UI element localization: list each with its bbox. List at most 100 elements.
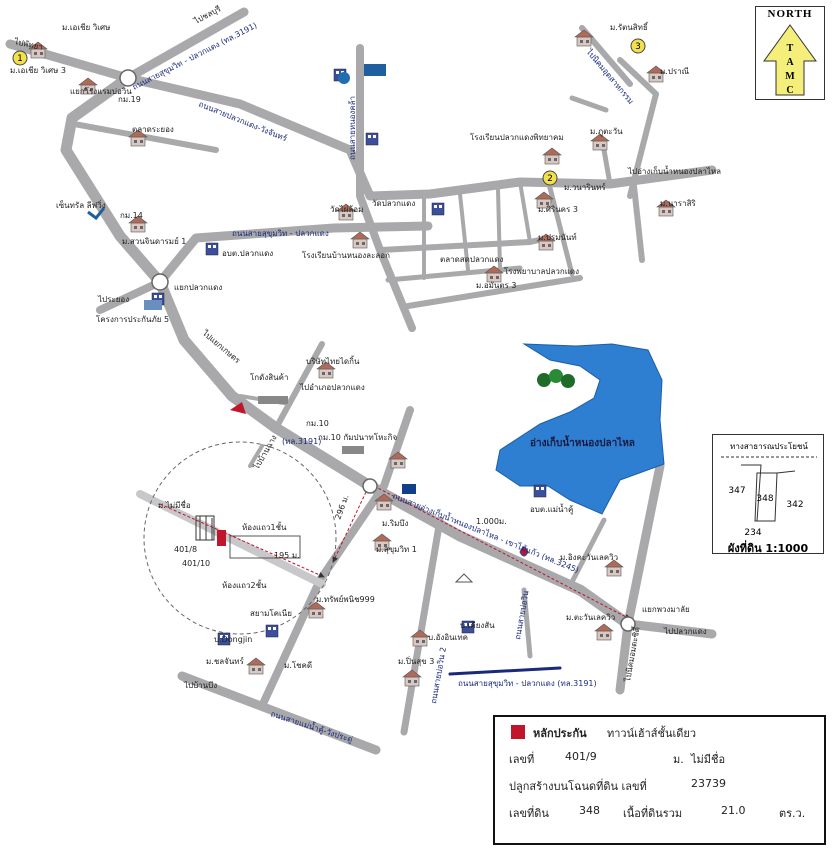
distance-arrow-1000 [373, 485, 631, 620]
label: ม.ไม่มีชื่อ [158, 499, 191, 510]
plot-scale: ผังที่ดิน 1:1000 [727, 542, 809, 555]
compass-letter: M [785, 71, 795, 82]
plot-left: 347 [728, 486, 745, 496]
label: กม.10 กัมปนาทโหะกิจ [318, 432, 398, 442]
road-label: ถนนสายสุขุมวิท - ปลวกแดง [232, 229, 329, 238]
label: บ.เคียงสัน [460, 621, 495, 630]
compass-title: NORTH [767, 8, 813, 20]
label: ห้องแถว1ชั้น [242, 521, 287, 532]
label: ไประยอง [97, 295, 129, 304]
road-label: ถนนสายบ่อวิน 2 [429, 646, 448, 704]
label: บริษัทไทยไดกิ้น [306, 355, 360, 366]
label: ห้องแถว2ชั้น [222, 579, 267, 590]
label: ม.ตะวันเลควิว [566, 613, 615, 622]
reservoir [495, 343, 665, 515]
area-label: เนื้อที่ดินรวม [623, 807, 683, 820]
misc-icons [87, 64, 529, 583]
label: โกดังสินค้า [250, 372, 288, 382]
collateral-label: หลักประกัน [533, 727, 587, 740]
label: ม.ปิ่นสุข 3 [398, 655, 434, 666]
label: แยกพวงมาลัย [642, 605, 690, 614]
svg-text:3: 3 [635, 42, 641, 52]
label: โครงการประกันภัย 5 [96, 314, 169, 324]
label: ม.สุขุมวิท 1 [376, 545, 417, 554]
compass-letter: C [786, 85, 793, 96]
townhouse-block [195, 515, 301, 559]
label: ม.ศิรินคร 3 [538, 205, 578, 214]
compass-letter: T [787, 43, 794, 54]
north-arrow-icon: T A M C [763, 24, 817, 96]
label: วัดไผ่ล้อม [330, 205, 363, 214]
deed-label: ปลูกสร้างบนโฉนดที่ดิน เลขที่ [509, 780, 647, 793]
label: 195 ม. [274, 551, 300, 560]
compass-letter: A [786, 57, 794, 68]
label: เซ็นทรัล ลีฟวิ่ง [56, 199, 106, 210]
label: ม.นาราสิริ [660, 199, 696, 208]
label: ไปบ้านบึง [183, 681, 217, 690]
distance-arrow-195 [159, 503, 325, 578]
road-label: ถนนสายสุขุมวิท - ปลวกแดง (ทล.3191) [131, 21, 259, 92]
label: ม.ภูตะวัน [590, 127, 623, 137]
reservoir-label: อ่างเก็บน้ำหนองปลาไหล [530, 435, 635, 449]
label: ม.โชคดี [284, 660, 312, 670]
label: ม.ปรมนันท์ [538, 232, 577, 242]
label: กม.14 [120, 211, 143, 220]
label: ม.เอเชีย วิเศษ [62, 23, 110, 32]
road-label: ถนนสายหนองคล้า [348, 96, 357, 160]
label: ตลาดสดปลวกแดง [440, 255, 504, 264]
label: ม.สวนจินดารมย์ 1 [122, 236, 186, 246]
label: ไปปลวกแดง [663, 627, 707, 636]
label: ม.ทรัพย์พนิช999 [316, 594, 375, 604]
area-unit: ตร.ว. [779, 807, 806, 820]
label: ม.ชลจันทร์ [206, 656, 245, 666]
collateral-type: ทาวน์เฮ้าส์ชั้นเดียว [607, 727, 696, 740]
road-label: ถนนสายอ่างเก็บน้ำหนองปลาไหล - เขาไม้แก้ว… [391, 490, 581, 575]
subject-area-circle [143, 441, 337, 635]
label: กม.10 [306, 419, 329, 428]
label: ไปอ่างเก็บน้ำหนองปลาไหล [627, 165, 721, 176]
plot-lot: 348 [756, 494, 773, 504]
label: อบต.ปลวกแดง [222, 249, 273, 258]
label: โรงพยาบาลปลวกแดง [504, 266, 579, 276]
distance-arrow-296 [332, 491, 367, 563]
tree-icon [537, 369, 575, 388]
road-label: ไปนิคมอุตสาหกรรม [584, 47, 636, 106]
area-value: 21.0 [721, 804, 746, 817]
collateral-marker-icon [511, 725, 525, 739]
plot-right: 342 [786, 500, 803, 510]
label: อบต.แม่น้ำคู้ [530, 503, 573, 515]
road-label: (ทล.3191) [282, 437, 321, 446]
label: ม.ปราณี [660, 67, 690, 76]
label: ม.อิงคะวันเลควิว [560, 553, 618, 562]
label: บ.Dongjin [214, 635, 252, 644]
label: ไปอำเภอปลวกแดง [299, 383, 365, 392]
label: แยกโรงแรมบ่อวิน [70, 86, 132, 96]
label: ไปบ้านฉาง [251, 434, 278, 472]
house-no-value: 401/9 [565, 750, 597, 763]
north-compass: NORTH T A M C [755, 6, 825, 100]
label: 401/8 [174, 545, 197, 554]
label: ม.รัตนสิทธิ์ [610, 21, 649, 32]
road-label: ถนนสายแม่น้ำคู้-วังประดู่ [269, 707, 354, 745]
village-value: ไม่มีชื่อ [691, 753, 726, 766]
label: กม.19 [118, 95, 141, 104]
label: ม.เอเชีย วิเศษ 3 [10, 66, 66, 75]
collateral-info-box: หลักประกัน ทาวน์เฮ้าส์ชั้นเดียว เลขที่ 4… [493, 715, 826, 845]
label: ม.วนารินทร์ [564, 182, 606, 192]
svg-text:2: 2 [547, 174, 553, 184]
plot-sketch: ทางสาธารณประโยชน์ 348 347 342 234 [721, 441, 817, 538]
label: วัดปลวกแดง [372, 199, 415, 208]
label: ม.ริมบึง [382, 519, 408, 528]
subject-marker [217, 530, 226, 546]
village-label: ม. [673, 753, 684, 766]
land-no-label: เลขที่ดิน [509, 807, 549, 820]
house-no-label: เลขที่ [509, 753, 535, 766]
deed-value: 23739 [691, 777, 726, 790]
label: ม.อมันตร 3 [476, 281, 517, 290]
label: โรงเรียนบ้านหนองละลอก [302, 250, 390, 260]
numbered-markers: 1 2 3 [12, 38, 646, 186]
plot-diagram: ทางสาธารณประโยชน์ 348 347 342 234 ผังที่… [712, 434, 824, 555]
plot-road-label: ทางสาธารณประโยชน์ [730, 441, 808, 451]
label: ตลาดระยอง [132, 125, 174, 134]
